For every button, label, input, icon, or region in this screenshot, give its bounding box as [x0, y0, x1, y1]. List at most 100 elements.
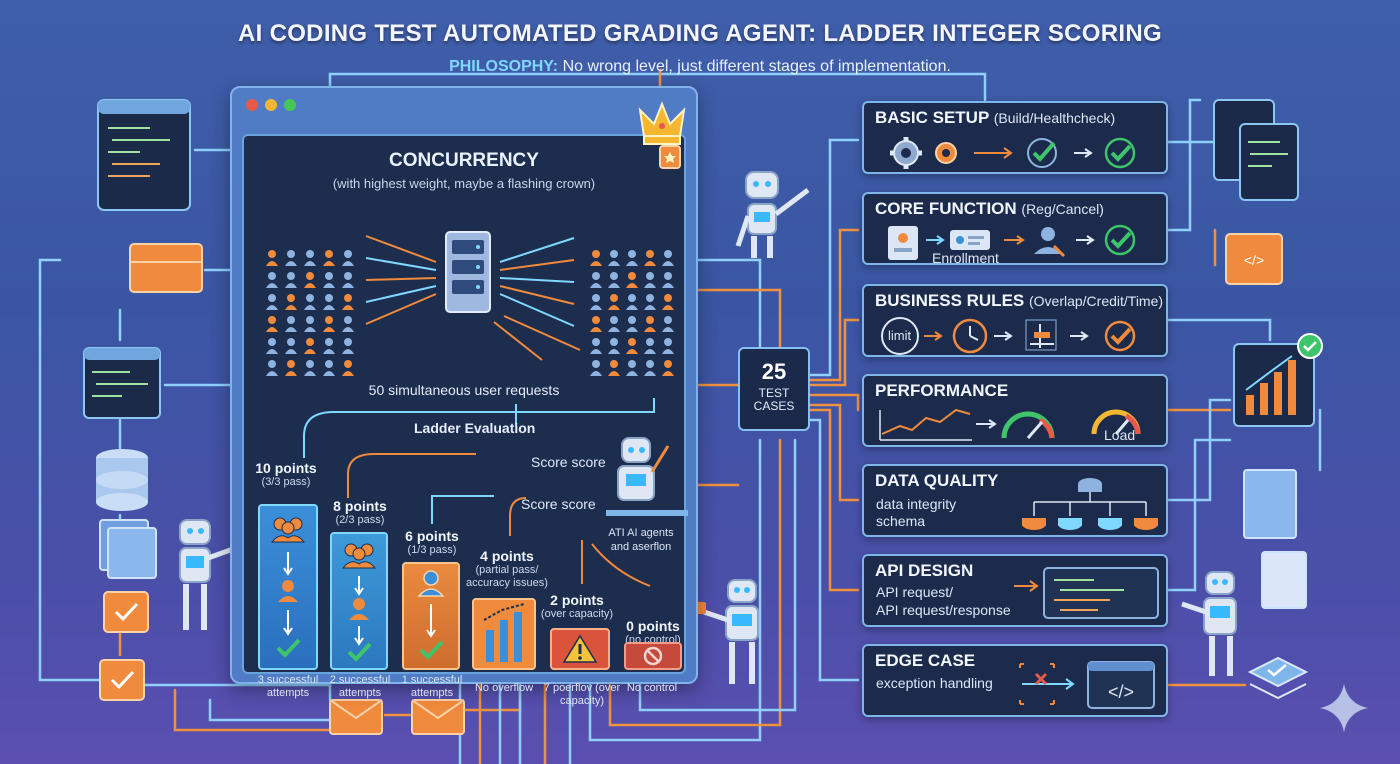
user-icon: [285, 250, 297, 266]
user-icon: [266, 250, 278, 266]
user-icon: [323, 316, 335, 332]
category-data-quality: DATA QUALITY data integrity schema: [862, 464, 1168, 537]
level-10-caption: 3 successful attempts: [257, 674, 319, 699]
level-8-bar: [330, 532, 388, 670]
test-cases-label: TEST CASES: [753, 386, 795, 413]
level-0-caption: No control: [626, 682, 678, 694]
user-icon: [278, 580, 298, 602]
user-icon: [608, 338, 620, 354]
category-business-rules: BUSINESS RULES (Overlap/Credit/Time) lim…: [862, 284, 1168, 357]
level-4-caption: No overflow: [474, 682, 534, 694]
requests-label: 50 simultaneous user requests: [368, 382, 560, 398]
robot-icon: [606, 437, 688, 516]
user-icon: [608, 272, 620, 288]
category-api-design: API DESIGN API request/ API request/resp…: [862, 554, 1168, 627]
user-icon: [662, 250, 674, 266]
level-6-points: 6 points (1/3 pass): [405, 528, 459, 556]
code-window-icon: [1213, 99, 1299, 201]
user-icon: [417, 570, 445, 597]
category-performance: PERFORMANCE Load: [862, 374, 1168, 447]
agent-label: ATI AI agents and aserflon: [608, 527, 674, 553]
user-icon: [342, 250, 354, 266]
philosophy-lead: PHILOSOPHY:: [449, 58, 559, 75]
code-brackets-icon: </>: [1087, 661, 1155, 709]
line-graph-icon: [879, 408, 972, 441]
checked-layers-icon: [1247, 656, 1309, 700]
user-crowd-right: [590, 250, 674, 376]
terminal-window-icon: [83, 347, 161, 419]
user-icon: [323, 360, 335, 376]
limit-icon: [881, 317, 919, 355]
user-icon: [342, 316, 354, 332]
ladder-evaluation-label: Ladder Evaluation: [414, 420, 536, 436]
check-icon: [1104, 320, 1136, 352]
user-icon: [590, 316, 602, 332]
limit-label: limit: [888, 328, 912, 343]
user-icon: [590, 250, 602, 266]
data-quality-text: data integrity schema: [876, 496, 957, 529]
user-icon: [626, 316, 638, 332]
package-box-icon: [129, 243, 203, 293]
user-icon: [349, 598, 369, 620]
philosophy-text: No wrong level, just different stages of…: [562, 58, 951, 75]
user-icon: [644, 250, 656, 266]
robot-icon: [735, 171, 810, 258]
crown-icon: [638, 101, 686, 169]
page-title: AI CODING TEST AUTOMATED GRADING AGENT: …: [238, 20, 1162, 47]
window-close-button[interactable]: [246, 99, 258, 111]
window-maximize-button[interactable]: [284, 99, 296, 111]
user-icon: [626, 360, 638, 376]
gauge-icon: [1001, 411, 1055, 439]
svg-text:</>: </>: [1108, 682, 1134, 702]
envelope-icon: [329, 699, 465, 735]
check-icon: [347, 642, 372, 662]
user-icon: [304, 338, 316, 354]
user-icon: [626, 338, 638, 354]
user-icon: [590, 272, 602, 288]
enrollment-label: Enrollment: [932, 250, 999, 266]
gauge-icon: [1091, 409, 1141, 435]
user-crowd-left: [266, 250, 354, 376]
user-icon: [608, 360, 620, 376]
level-0-bar: [624, 642, 682, 670]
checked-folder-icon: [99, 591, 149, 701]
score-label: Score score: [521, 496, 596, 512]
level-8-points: 8 points (2/3 pass): [333, 498, 387, 526]
gear-icon: [890, 137, 922, 169]
code-window-icon: [1043, 567, 1159, 619]
svg-text:</>: </>: [1244, 252, 1264, 268]
schema-tree-icon: [1022, 478, 1158, 530]
concurrency-panel: CONCURRENCY (with highest weight, maybe …: [242, 134, 688, 707]
user-icon: [342, 360, 354, 376]
user-icon: [662, 272, 674, 288]
user-icon: [342, 294, 354, 310]
request-flow-diagram: [266, 231, 688, 587]
user-cancel-icon: [1034, 227, 1066, 258]
gear-icon: [935, 142, 957, 164]
user-icon: [644, 272, 656, 288]
exception-handling-text: exception handling: [876, 675, 993, 691]
category-basic-setup: BASIC SETUP (Build/Healthcheck): [862, 101, 1168, 174]
flow-arrows: [303, 235, 655, 587]
user-icon: [626, 250, 638, 266]
user-icon: [285, 294, 297, 310]
score-label: Score score: [531, 454, 606, 470]
window-minimize-button[interactable]: [265, 99, 277, 111]
user-icon: [608, 316, 620, 332]
id-card-icon: [888, 226, 918, 260]
philosophy-line: PHILOSOPHY: No wrong level, just differe…: [0, 58, 1400, 76]
level-6-bar: [402, 562, 460, 670]
user-icon: [285, 360, 297, 376]
user-icon: [662, 338, 674, 354]
level-2-caption: 7 poerflov (over capacity): [543, 682, 621, 707]
sparkle-icon: [1320, 684, 1368, 732]
user-icon: [662, 360, 674, 376]
window-controls: [246, 99, 296, 111]
user-icon: [304, 272, 316, 288]
database-icon: [96, 449, 148, 511]
registration-card-icon: [950, 230, 990, 250]
user-icon: [662, 294, 674, 310]
level-8-caption: 2 successful attempts: [329, 674, 391, 699]
code-folder-icon: </>: [1225, 233, 1283, 285]
api-request-text: API request/: [876, 584, 954, 600]
